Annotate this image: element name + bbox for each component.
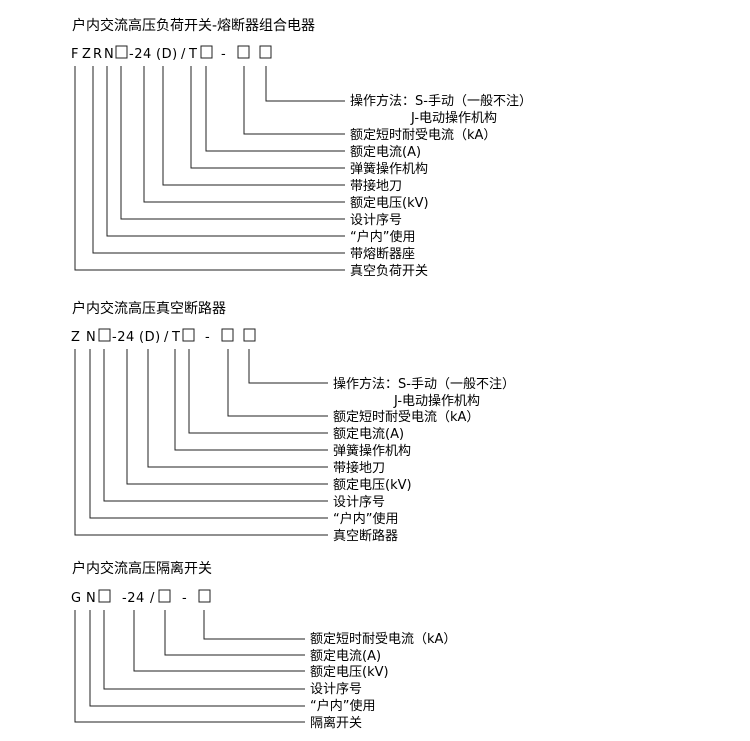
leader-line [106,66,345,237]
code-part: / [150,591,155,606]
code-placeholder-box [98,328,111,342]
label-spring-mechanism: 弹簧操作机构 [333,443,411,459]
code-placeholder-box [115,45,128,59]
label-rated-voltage: 额定电压(kV) [333,478,412,493]
section-title: 户内交流高压负荷开关-熔断器组合电器 [72,17,315,34]
code-placeholder-box [221,328,234,342]
code-placeholder-box [158,589,171,603]
label-vacuum-load-switch: 真空负荷开关 [350,264,428,279]
code-placeholder-box [237,45,250,59]
leader-line [74,610,305,723]
leader-line [120,66,345,220]
label-fuse-base: 带熔断器座 [350,247,415,262]
label-indoor-use: “户内”使用 [310,698,375,714]
code-char: R [93,47,103,62]
label-rated-voltage: 额定电压(kV) [310,665,389,680]
label-disconnector: 隔离开关 [310,715,362,731]
code-part: (D) [139,330,161,345]
label-spring-mechanism: 弹簧操作机构 [350,161,428,177]
leader-line [103,349,328,502]
leader-line [243,66,345,135]
leader-line [248,349,328,384]
label-electric-mechanism: J-电动操作机构 [410,110,497,126]
code-placeholder-box [259,45,272,59]
code-placeholder-box [98,589,111,603]
section-vacuum-breaker: 户内交流高压真空断路器 Z N -24 (D) / T - 操作方法：S-手动（… [71,300,515,544]
label-rated-current: 额定电流(A) [333,427,404,442]
leader-line [89,349,328,519]
label-earthing-switch: 带接地刀 [350,178,402,194]
code-char: G [71,591,82,606]
code-part: - [182,591,187,606]
code-placeholder-box [182,328,195,342]
section-disconnector: 户内交流高压隔离开关 G N -24 / - 额定短时耐受电流（kA） 额定电流… [71,560,456,731]
label-short-time-current: 额定短时耐受电流（kA） [333,410,479,425]
leader-line [174,349,328,451]
code-part: - [205,330,210,345]
code-part: T [188,47,197,62]
label-indoor-use: “户内”使用 [350,229,415,245]
leader-line [190,66,345,169]
code-part: / [181,47,186,62]
code-part: -24 [112,330,135,345]
leader-line [147,349,328,468]
leader-line [143,66,345,203]
label-design-number: 设计序号 [350,213,402,228]
code-char: N [86,591,96,606]
code-part: - [221,47,226,62]
leader-line [265,66,345,102]
leader-line [74,66,345,271]
leader-line [205,66,345,152]
code-part: -24 [122,591,145,606]
code-part: -24 [129,47,152,62]
leader-line [74,349,328,536]
leader-line [203,610,305,640]
leader-line [133,610,305,672]
leader-line [103,610,305,690]
leader-line [162,66,345,186]
label-rated-current: 额定电流(A) [350,145,421,160]
label-rated-current: 额定电流(A) [310,649,381,664]
leader-line [89,610,305,707]
code-char: N [86,330,96,345]
label-electric-mechanism: J-电动操作机构 [393,393,480,409]
leader-line [164,610,305,656]
code-char: F [71,47,79,62]
label-operation-method: 操作方法：S-手动（一般不注） [350,93,532,109]
leader-line [126,349,328,485]
code-part: (D) [156,47,178,62]
code-placeholder-box [200,45,213,59]
label-rated-voltage: 额定电压(kV) [350,196,429,211]
label-short-time-current: 额定短时耐受电流（kA） [310,632,456,647]
code-char: Z [82,47,91,62]
label-design-number: 设计序号 [333,495,385,510]
code-char: N [104,47,114,62]
label-design-number: 设计序号 [310,682,362,697]
section-title: 户内交流高压隔离开关 [72,560,212,577]
code-placeholder-box [198,589,211,603]
leader-line [188,349,328,434]
label-operation-method: 操作方法：S-手动（一般不注） [333,376,515,392]
leader-line [227,349,328,417]
code-placeholder-box [243,328,256,342]
section-title: 户内交流高压真空断路器 [72,300,226,317]
code-char: Z [71,330,80,345]
code-part: / [164,330,169,345]
code-part: T [171,330,180,345]
leader-line [92,66,345,254]
label-short-time-current: 额定短时耐受电流（kA） [350,128,496,143]
label-indoor-use: “户内”使用 [333,511,398,527]
section-load-switch-fuse: 户内交流高压负荷开关-熔断器组合电器 F Z R N -24 (D) / T -… [71,17,532,279]
label-earthing-switch: 带接地刀 [333,460,385,476]
label-vacuum-breaker: 真空断路器 [333,528,398,544]
